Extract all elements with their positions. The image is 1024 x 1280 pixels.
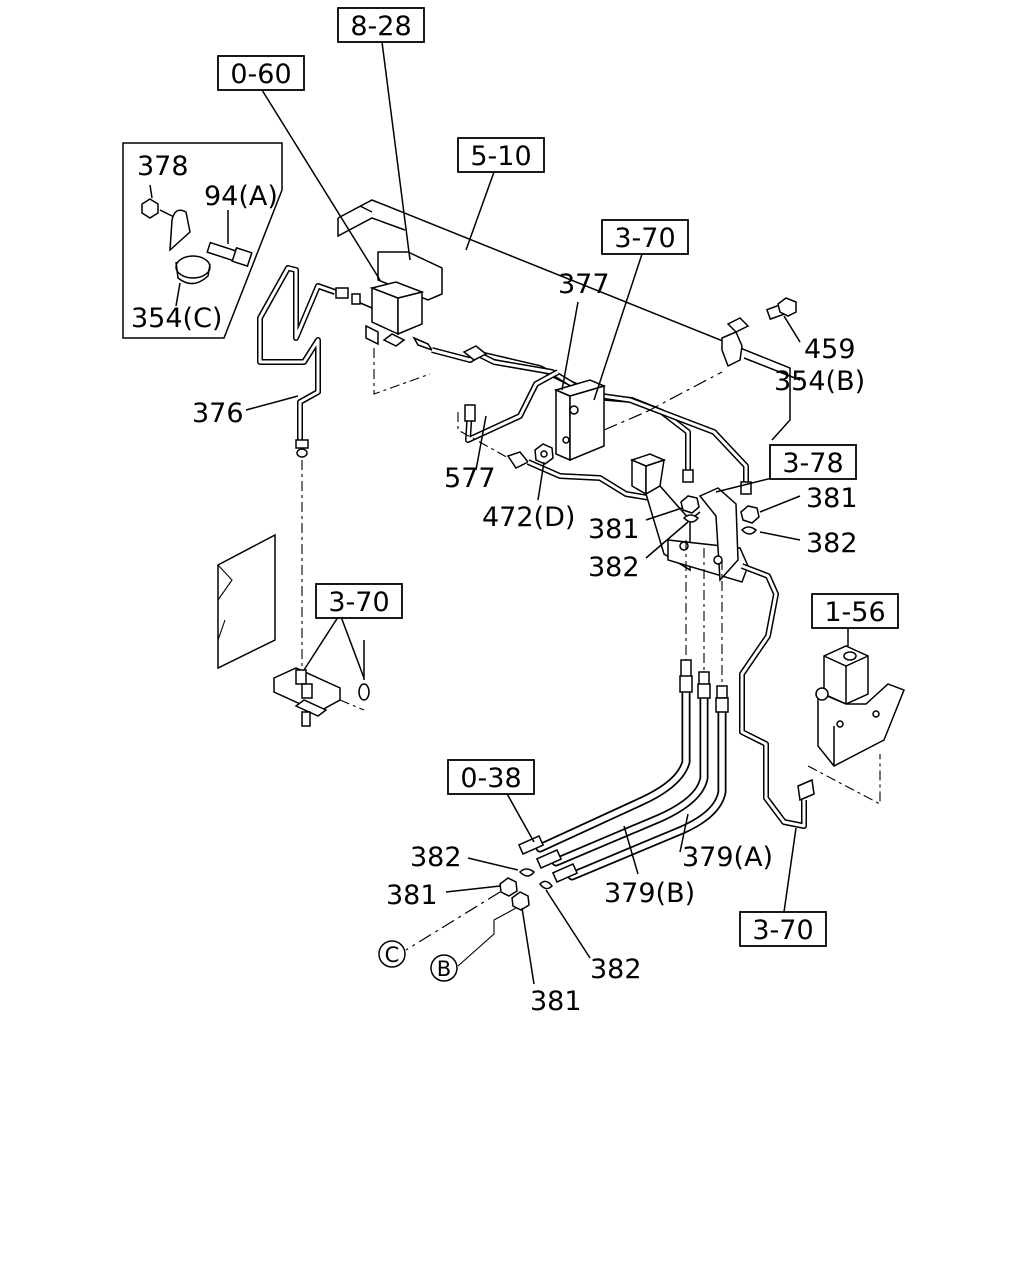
part-label-354b: 354(B) — [774, 366, 865, 397]
lower-left-connector — [273, 640, 370, 727]
part-label-382-a: 382 — [588, 552, 640, 583]
ref-0-38-label: 0-38 — [460, 763, 521, 794]
part-label-94a: 94(A) — [204, 181, 278, 212]
bottom-fittings — [405, 868, 553, 967]
bracket-upper — [553, 379, 647, 462]
marker-c-label: C — [385, 943, 400, 967]
part-label-379b: 379(B) — [604, 878, 695, 909]
inset-panel — [122, 142, 283, 339]
ref-1-56-box: 1-56 — [811, 593, 899, 629]
pipe-to-solenoid — [739, 563, 815, 829]
ref-3-70-left-label: 3-70 — [328, 587, 389, 618]
ref-3-70-bottom-label: 3-70 — [752, 915, 813, 946]
ref-3-70-top-box: 3-70 — [601, 219, 689, 255]
ref-3-70-left-box: 3-70 — [315, 583, 403, 619]
part-label-377: 377 — [558, 269, 610, 300]
leader-lines — [245, 41, 849, 985]
ref-3-70-bottom-box: 3-70 — [739, 911, 827, 947]
part-label-379a: 379(A) — [682, 842, 773, 873]
ref-3-78-label: 3-78 — [782, 448, 843, 479]
part-label-381-b: 381 — [806, 483, 858, 514]
ref-1-56-label: 1-56 — [824, 597, 885, 628]
ref-0-60-box: 0-60 — [217, 55, 305, 91]
pipes-377-577 — [431, 345, 752, 495]
marker-b: B — [430, 954, 458, 982]
part-label-381-d: 381 — [530, 986, 582, 1017]
part-label-381-c: 381 — [386, 880, 438, 911]
ref-0-60-label: 0-60 — [230, 59, 291, 90]
part-label-378: 378 — [137, 151, 189, 182]
ref-8-28-box: 8-28 — [337, 7, 425, 43]
ref-3-70-top-label: 3-70 — [614, 223, 675, 254]
clip-354c-icon — [169, 209, 191, 252]
part-label-376: 376 — [192, 398, 244, 429]
frame-outline — [217, 199, 791, 670]
part-label-472d: 472(D) — [482, 502, 575, 533]
part-label-459: 459 — [804, 334, 856, 365]
nut-472d — [457, 412, 663, 503]
marker-c: C — [378, 940, 406, 968]
part-label-382-c: 382 — [410, 842, 462, 873]
valve-block — [351, 251, 443, 395]
ref-5-10-label: 5-10 — [470, 141, 531, 172]
ref-0-38-box: 0-38 — [447, 759, 535, 795]
pipe-376 — [257, 265, 349, 670]
ref-3-78-box: 3-78 — [769, 444, 857, 480]
hoses-379 — [517, 540, 729, 884]
fittings-3-78 — [680, 495, 760, 535]
part-label-382-d: 382 — [590, 954, 642, 985]
clip-459-354b — [645, 297, 797, 413]
ref-5-10-box: 5-10 — [457, 137, 545, 173]
part-label-382-b: 382 — [806, 528, 858, 559]
marker-b-label: B — [437, 957, 451, 981]
nut-378-icon — [141, 198, 159, 219]
part-label-577: 577 — [444, 463, 496, 494]
solenoid-valve — [807, 645, 905, 805]
part-label-381-a: 381 — [588, 514, 640, 545]
part-label-354c: 354(C) — [131, 303, 222, 334]
ref-8-28-label: 8-28 — [350, 11, 411, 42]
